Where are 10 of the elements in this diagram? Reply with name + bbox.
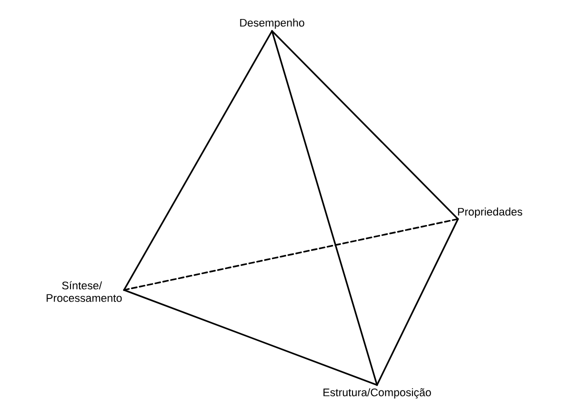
edge-line bbox=[271, 30, 378, 386]
vertex-label: Síntese/ Processamento bbox=[46, 281, 122, 302]
vertex-label: Desempenho bbox=[240, 18, 304, 29]
vertex-label: Propriedades bbox=[458, 208, 522, 218]
dashed-line bbox=[123, 218, 459, 291]
edge-line bbox=[376, 218, 459, 386]
edge-line bbox=[123, 289, 378, 386]
edge-line bbox=[271, 30, 459, 220]
vertex-label: Estrutura/Composição bbox=[324, 388, 431, 399]
edge-line bbox=[123, 30, 273, 291]
